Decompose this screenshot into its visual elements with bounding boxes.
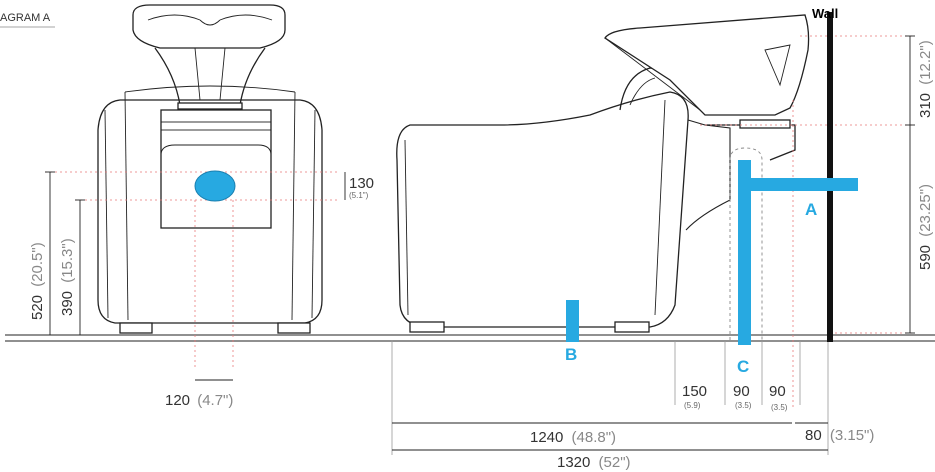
svg-text:120 (4.7"): 120 (4.7"): [165, 392, 233, 409]
dim-wall-gap-inch: (3.15"): [830, 427, 875, 444]
side-view-guides: [700, 35, 915, 410]
dim-drain-height: 130 (5.1"): [344, 172, 374, 200]
dim-offset-c-inch: (3.5): [771, 403, 788, 412]
dim-length-inch: (48.8"): [572, 429, 617, 446]
dim-width-120-inch: (4.7"): [197, 392, 233, 409]
dim-height-390-inch: (15.3"): [59, 238, 76, 283]
svg-text:520 (20.5"): 520 (20.5"): [29, 242, 46, 320]
point-label-a: A: [805, 200, 817, 219]
dim-width-120: 120 (4.7"): [165, 379, 233, 409]
svg-text:1320 (52"): 1320 (52"): [557, 454, 631, 471]
dim-total-length-value: 1320: [557, 454, 590, 471]
dim-height-520-value: 520: [29, 295, 46, 320]
marker-c-bar: [738, 160, 751, 345]
front-view-unit: [97, 4, 323, 334]
dim-mid-height-value: 590: [917, 245, 934, 270]
point-label-b: B: [565, 345, 577, 364]
dim-top-height: 310 (12.2"): [905, 35, 934, 126]
dim-drain-height-inch: (5.1"): [349, 191, 369, 200]
front-drain-marker: [194, 170, 236, 202]
marker-a-bar: [738, 178, 858, 191]
svg-text:1240 (48.8"): 1240 (48.8"): [530, 429, 616, 446]
dim-width-120-value: 120: [165, 392, 190, 409]
diagram-title: AGRAM A: [0, 12, 51, 24]
dim-offset-c-value: 90: [769, 383, 786, 400]
bottom-guides: [391, 340, 829, 455]
svg-text:390 (15.3"): 390 (15.3"): [59, 238, 76, 316]
dim-offset-a-value: 150: [682, 383, 707, 400]
dim-offset-b-inch: (3.5): [735, 401, 752, 410]
dim-total-length-inch: (52"): [599, 454, 631, 471]
dim-length: 1240 (48.8"): [392, 422, 792, 446]
diagram-header: AGRAM A: [0, 12, 55, 28]
wall-label: Wall: [812, 6, 838, 21]
dim-drain-height-value: 130: [349, 175, 374, 192]
dim-mid-height-inch: (23.25"): [917, 184, 934, 237]
dim-wall-gap: 80 (3.15"): [795, 422, 874, 444]
wall: Wall: [812, 6, 838, 342]
dim-height-520-inch: (20.5"): [29, 242, 46, 287]
dim-height-390-value: 390: [59, 291, 76, 316]
dim-offset-a-inch: (5.9): [684, 401, 701, 410]
dim-offsets: 150 (5.9) 90 (3.5) 90 (3.5): [682, 383, 788, 412]
svg-text:310 (12.2"): 310 (12.2"): [917, 40, 934, 118]
dim-total-length: 1320 (52"): [392, 449, 828, 471]
dim-length-value: 1240: [530, 429, 563, 446]
side-view-unit: [396, 14, 810, 333]
point-label-c: C: [737, 357, 749, 376]
connection-markers: A B C: [565, 160, 858, 376]
front-view-guides: [45, 171, 340, 370]
marker-b-bar: [566, 300, 579, 342]
dim-height-390: 390 (15.3"): [59, 199, 85, 335]
floor-line: [5, 334, 935, 342]
svg-text:80 (3.15"): 80 (3.15"): [805, 427, 874, 444]
dim-top-height-value: 310: [917, 93, 934, 118]
dim-height-520: 520 (20.5"): [29, 171, 55, 335]
dim-offset-b-value: 90: [733, 383, 750, 400]
svg-text:590 (23.25"): 590 (23.25"): [917, 184, 934, 270]
dim-top-height-inch: (12.2"): [917, 40, 934, 85]
dim-mid-height: 590 (23.25"): [905, 125, 934, 334]
dim-wall-gap-value: 80: [805, 427, 822, 444]
